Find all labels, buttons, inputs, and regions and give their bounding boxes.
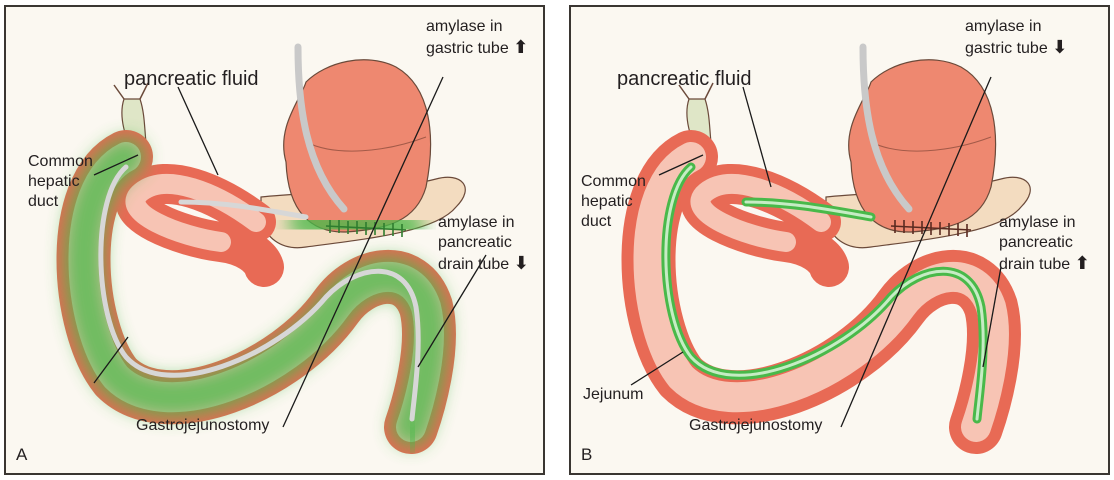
amylase-drain-label: amylase in pancreatic drain tube ⬇ bbox=[438, 213, 529, 275]
increase-arrow-icon: ⬆ bbox=[1075, 253, 1090, 273]
panel-b: pancreatic fluid Common hepatic duct amy… bbox=[569, 5, 1110, 475]
common-hepatic-duct-label: Common hepatic duct bbox=[581, 172, 646, 232]
increase-arrow-icon: ⬆ bbox=[513, 37, 528, 57]
panel-letter: A bbox=[16, 445, 27, 465]
panel-a: pancreatic fluid Common hepatic duct amy… bbox=[4, 5, 545, 475]
pancreatic-fluid-label: pancreatic fluid bbox=[617, 67, 752, 91]
gastrojejunostomy-label: Gastrojejunostomy bbox=[689, 416, 822, 436]
jejunum-label: Jejunum bbox=[583, 385, 643, 405]
decrease-arrow-icon: ⬇ bbox=[514, 253, 529, 273]
pancreatic-fluid-label: pancreatic fluid bbox=[124, 67, 259, 91]
stomach bbox=[849, 60, 996, 232]
amylase-gastric-label: amylase in gastric tube ⬇ bbox=[965, 17, 1067, 59]
gastrojejunostomy-label: Gastrojejunostomy bbox=[136, 416, 269, 436]
panel-letter: B bbox=[581, 445, 592, 465]
amylase-gastric-label: amylase in gastric tube ⬆ bbox=[426, 17, 528, 59]
amylase-drain-label: amylase in pancreatic drain tube ⬆ bbox=[999, 213, 1090, 275]
common-hepatic-duct-label: Common hepatic duct bbox=[28, 152, 93, 212]
decrease-arrow-icon: ⬇ bbox=[1052, 37, 1067, 57]
